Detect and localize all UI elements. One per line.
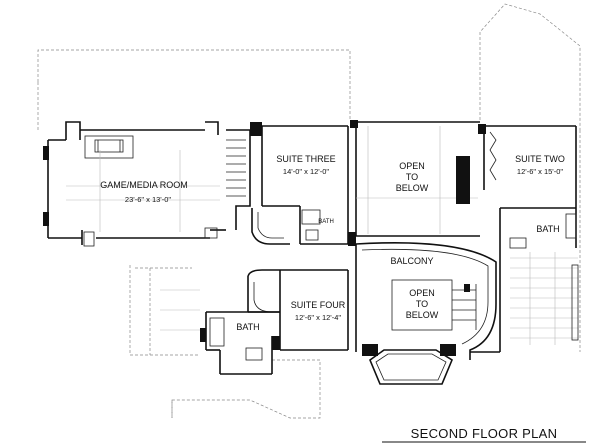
label-suite-three: SUITE THREE [276, 154, 335, 164]
dim-game-media-room: 23'-6" x 13'-0" [125, 195, 171, 204]
deck-grid [160, 252, 579, 345]
dim-suite-three: 14'-0" x 12'-0" [283, 167, 329, 176]
suite-three [251, 125, 356, 246]
label-bath-small: BATH [318, 219, 334, 225]
open-to-below-upper [350, 120, 480, 237]
label-open-lower-3: BELOW [406, 310, 439, 320]
suite-four [247, 269, 349, 351]
balcony [355, 242, 501, 385]
plan-title: SECOND FLOOR PLAN [382, 426, 586, 443]
label-suite-two: SUITE TWO [515, 154, 565, 164]
label-open-lower-1: OPEN [409, 288, 435, 298]
stair-hall [226, 122, 262, 230]
label-suite-four: SUITE FOUR [291, 300, 346, 310]
suite-two [478, 124, 577, 250]
game-media-room [43, 121, 226, 247]
label-open-upper-1: OPEN [399, 161, 425, 171]
label-open-lower-2: TO [416, 299, 428, 309]
label-open-upper-2: TO [406, 172, 418, 182]
dim-suite-four: 12'-6" x 12'-4" [295, 313, 341, 322]
label-game-media-room: GAME/MEDIA ROOM [100, 180, 188, 190]
dim-suite-two: 12'-6" x 15'-0" [517, 167, 563, 176]
label-open-upper-3: BELOW [396, 183, 429, 193]
label-balcony: BALCONY [390, 256, 433, 266]
roof-outline [37, 3, 581, 419]
plan-title-text: SECOND FLOOR PLAN [411, 426, 558, 441]
bath-suite-four [200, 311, 280, 375]
label-bath-suite-two: BATH [536, 224, 559, 234]
room-labels: GAME/MEDIA ROOM 23'-6" x 13'-0" SUITE TH… [100, 154, 565, 332]
label-bath-suite-four: BATH [236, 322, 259, 332]
